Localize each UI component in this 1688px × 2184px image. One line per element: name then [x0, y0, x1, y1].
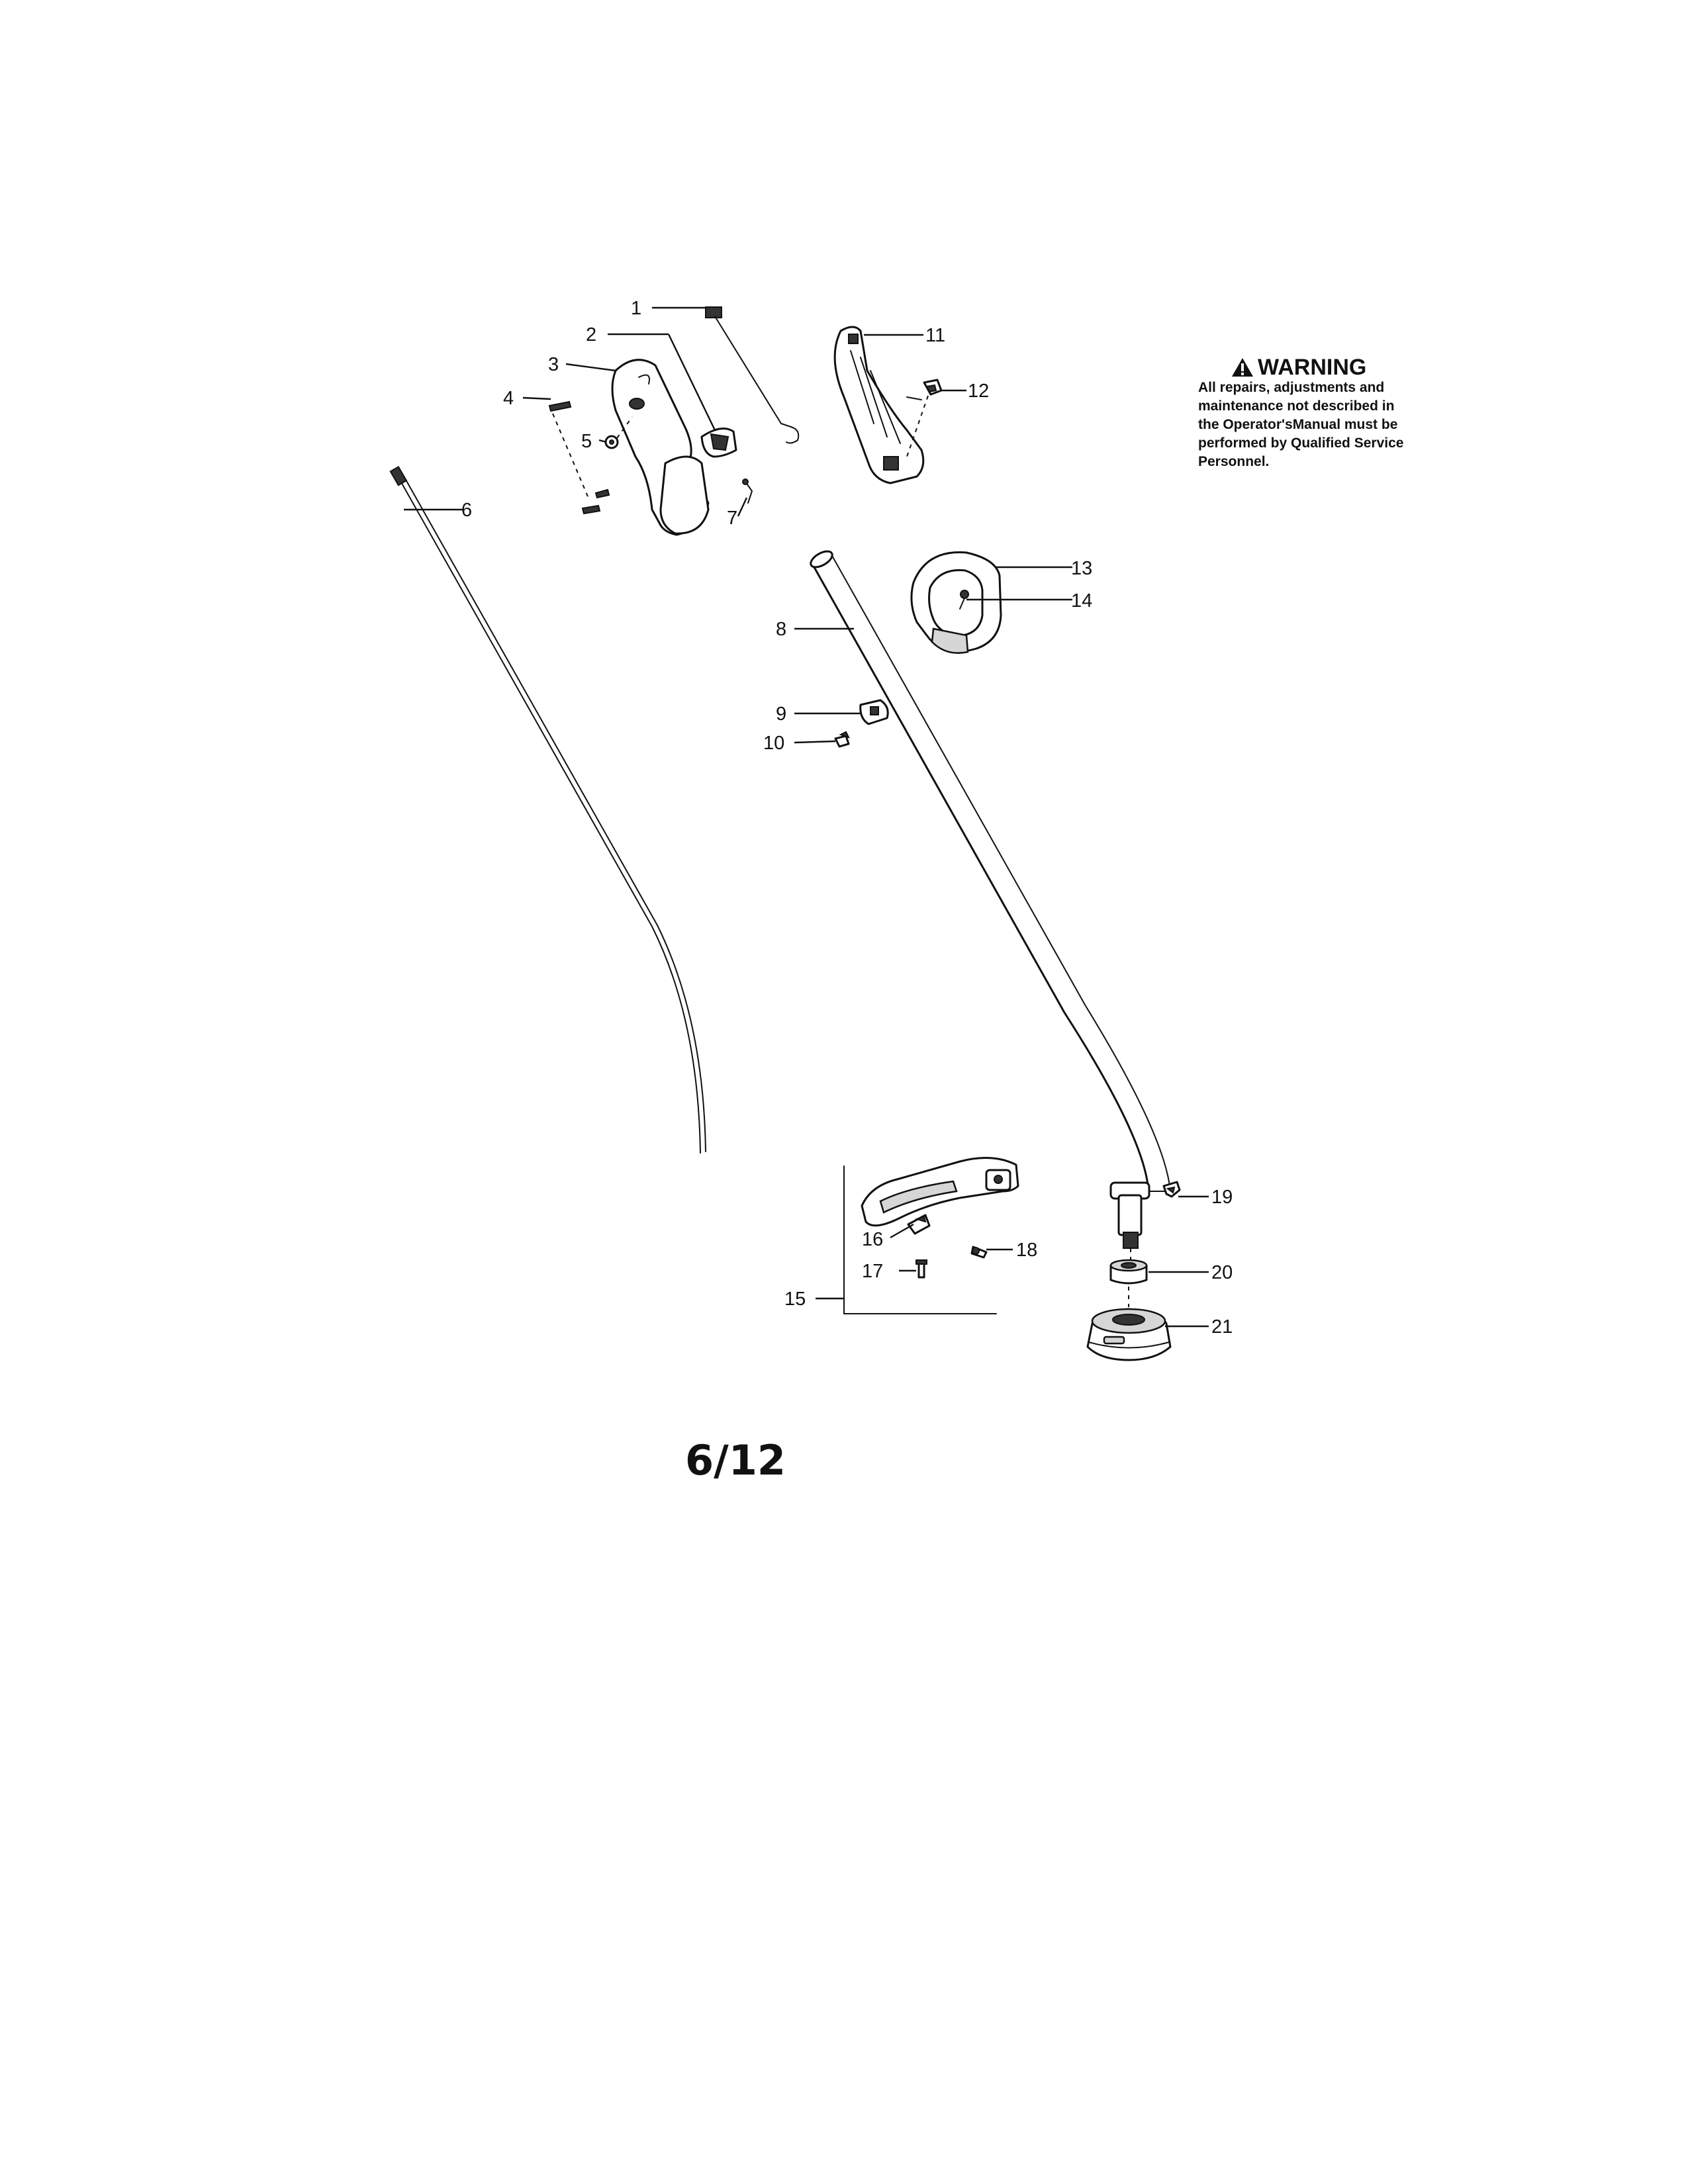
part-19-bolt [1162, 1181, 1181, 1198]
shaft-lower-coupling [1109, 1181, 1150, 1263]
callout-15: 15 [784, 1289, 806, 1310]
callout-3: 3 [548, 354, 559, 375]
warning-line-2: maintenance not described in [1198, 398, 1395, 414]
part-13-loop-handle [910, 551, 1002, 654]
part-2-trigger [700, 428, 737, 458]
warning-line-1: All repairs, adjustments and [1198, 380, 1385, 395]
warning-heading: WARNING [1231, 356, 1476, 379]
callout-8: 8 [776, 619, 786, 640]
callout-16: 16 [862, 1229, 883, 1250]
callout-2: 2 [586, 324, 596, 345]
part-17-screw [915, 1259, 927, 1279]
part-12-nut [906, 379, 943, 457]
callout-10: 10 [763, 733, 784, 754]
callout-numbers: 1 2 3 4 5 6 7 8 9 10 11 12 13 14 15 16 1… [461, 298, 1233, 1338]
part-6-drive-cable [389, 465, 706, 1154]
leader-lines [404, 306, 1209, 1328]
part-1-throttle-cable [705, 306, 800, 444]
part-16-line-blade [907, 1214, 931, 1235]
warning-line-5: Personnel. [1198, 454, 1270, 469]
callout-1: 1 [631, 298, 641, 319]
callout-6: 6 [461, 500, 472, 521]
callout-7: 7 [727, 508, 737, 529]
callout-19: 19 [1211, 1187, 1233, 1208]
callout-4: 4 [503, 388, 514, 409]
callout-9: 9 [776, 704, 786, 725]
warning-note: WARNING All repairs, adjustments and mai… [1198, 356, 1476, 471]
part-11-handle [833, 326, 925, 484]
part-14-screw [959, 590, 969, 610]
part-7-clip [742, 478, 753, 504]
callout-13: 13 [1071, 558, 1092, 579]
callout-21: 21 [1211, 1316, 1233, 1338]
warning-body: All repairs, adjustments and maintenance… [1198, 379, 1476, 471]
part-15-guard-assembly [843, 1157, 1019, 1314]
part-10-knob [834, 731, 850, 748]
callout-17: 17 [862, 1261, 883, 1282]
callout-18: 18 [1016, 1240, 1037, 1261]
part-8-shaft-tube [810, 550, 1171, 1193]
callout-14: 14 [1071, 590, 1092, 612]
callout-12: 12 [968, 381, 989, 402]
part-18-screw [970, 1246, 988, 1259]
callout-5: 5 [581, 431, 592, 452]
part-9-clamp [859, 699, 889, 725]
part-3-housing [611, 359, 710, 536]
warning-line-3: the Operator'sManual must be [1198, 417, 1398, 432]
part-4-screws [548, 400, 610, 515]
warning-title: WARNING [1258, 355, 1367, 380]
warning-line-4: performed by Qualified Service [1198, 435, 1404, 451]
part-20-adapter-nut [1109, 1259, 1148, 1285]
warning-triangle-icon [1232, 358, 1253, 377]
callout-20: 20 [1211, 1262, 1233, 1283]
part-5-nut [604, 416, 633, 449]
page-number: 6/12 [685, 1436, 786, 1484]
part-21-trimmer-head [1086, 1287, 1172, 1361]
callout-11: 11 [925, 325, 945, 346]
